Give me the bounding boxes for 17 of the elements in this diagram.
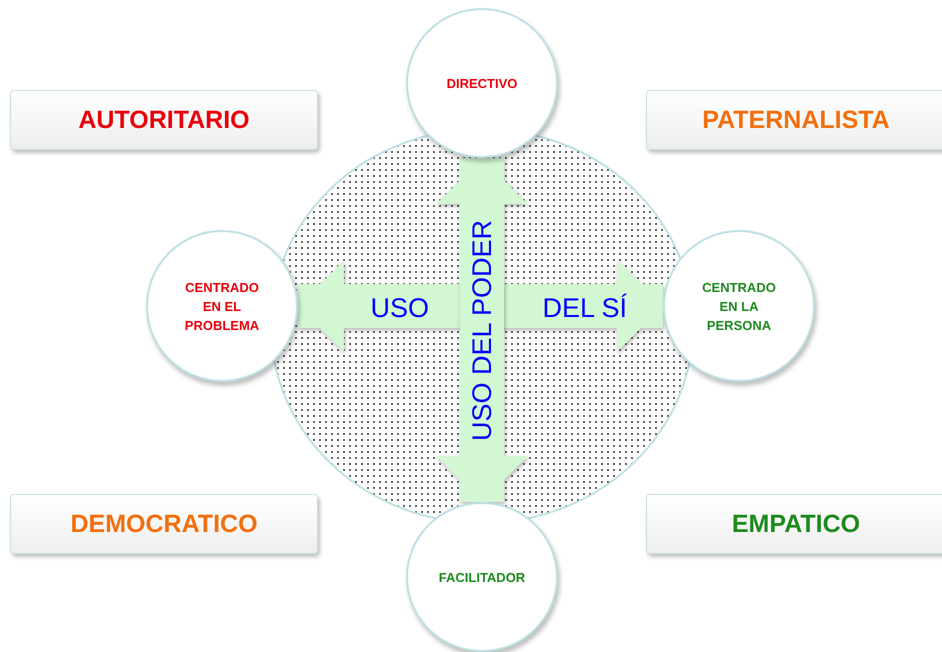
arrow-text: DEL SÍ — [542, 292, 628, 324]
double-arrow — [298, 260, 663, 352]
circle-label: CENTRADO EN LA PERSONA — [701, 278, 777, 334]
style-label: EMPATICO — [732, 510, 860, 538]
double-arrow — [436, 158, 528, 502]
style-label: DEMOCRATICO — [70, 510, 258, 538]
circle-label: DIRECTIVO — [446, 74, 518, 92]
circle-label: CENTRADO EN EL PROBLEMA — [184, 278, 260, 334]
circle-label: FACILITADOR — [438, 568, 526, 586]
style-card — [646, 494, 942, 554]
style-card — [10, 90, 318, 150]
edge-label: USO DEL PODER — [466, 219, 498, 441]
style-label: PATERNALISTA — [702, 106, 890, 134]
style-label: AUTORITARIO — [78, 106, 250, 134]
arrow-text: USO — [370, 292, 430, 324]
style-card — [646, 90, 942, 150]
style-card — [10, 494, 318, 554]
